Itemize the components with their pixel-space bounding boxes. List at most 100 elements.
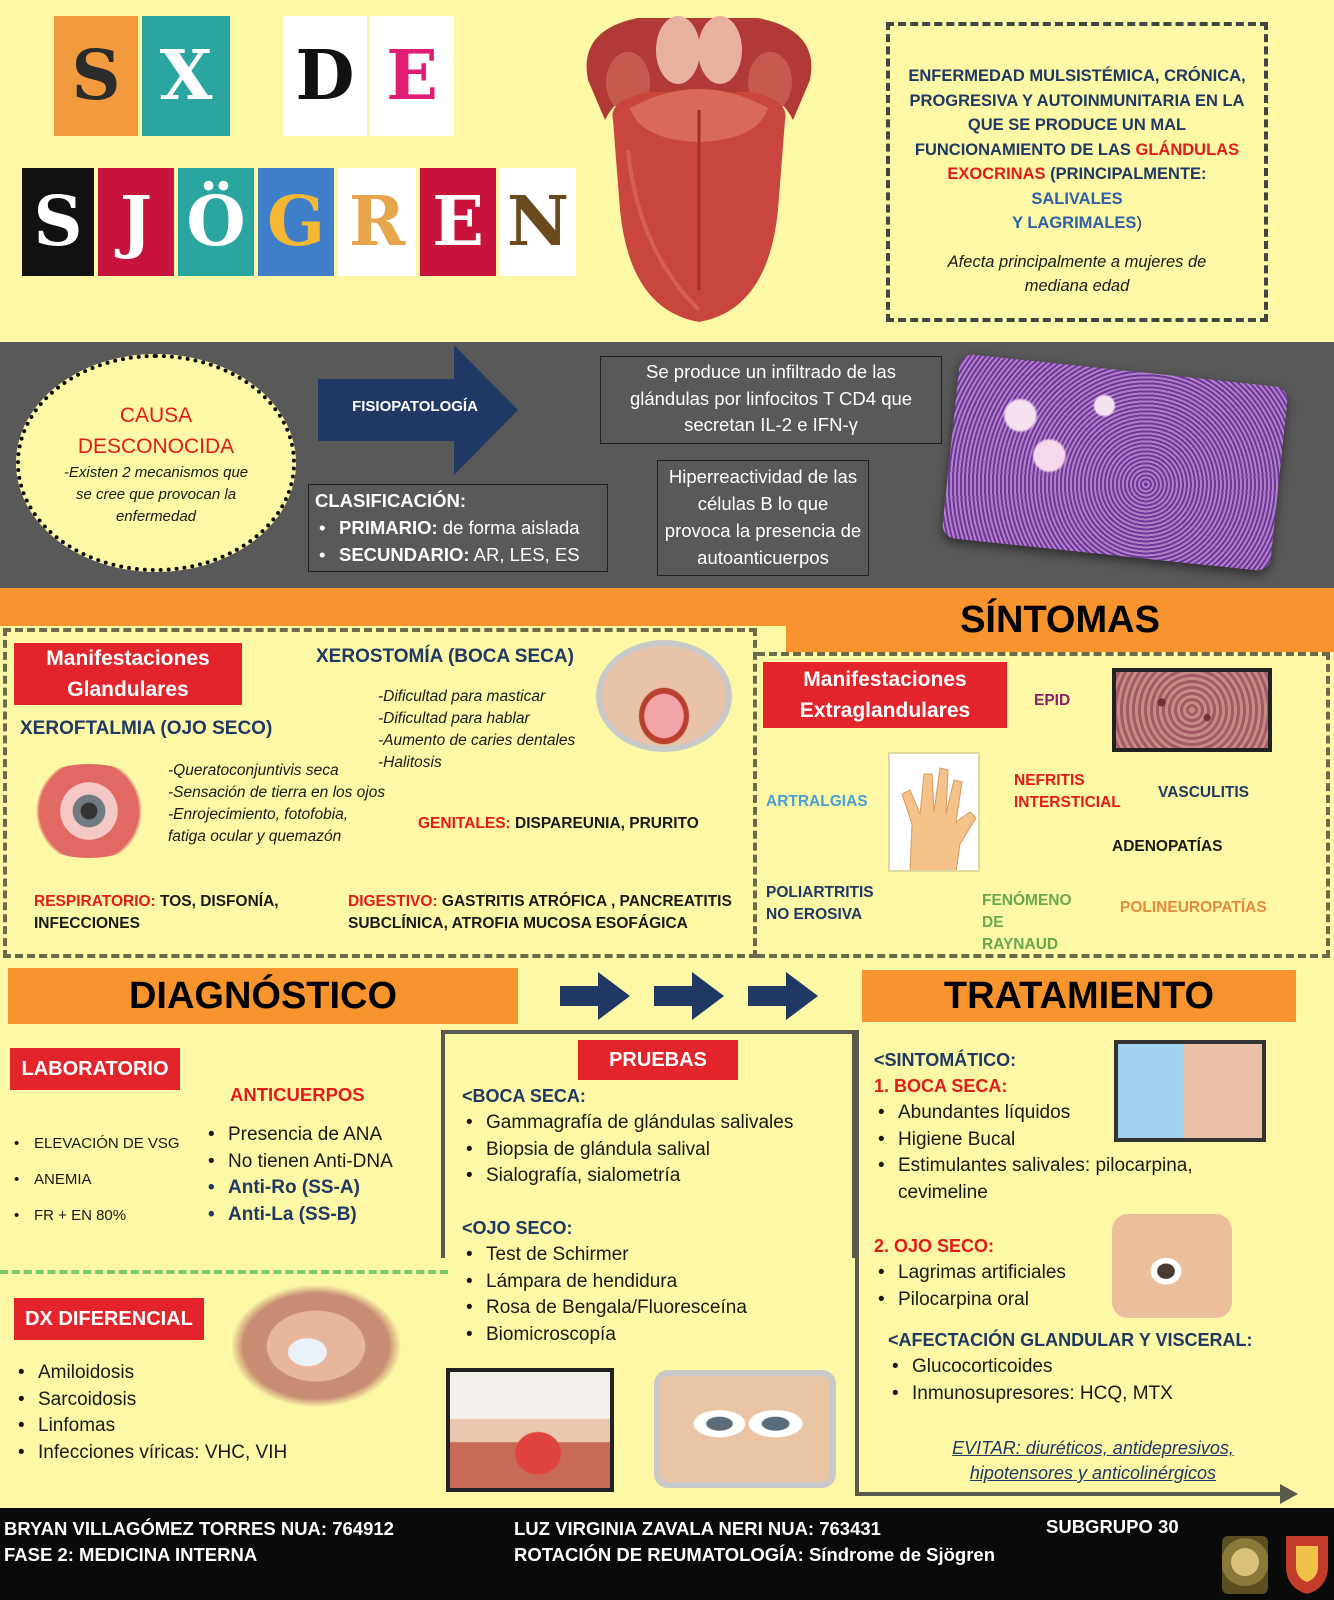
pruebas-label: PRUEBAS <box>578 1040 738 1080</box>
laboratorio-item: ANEMIA <box>10 1162 180 1198</box>
tratamiento-arrowhead <box>1280 1484 1298 1504</box>
epid-label: EPID <box>1034 692 1071 709</box>
extraglandulares-dashed-frame <box>757 652 1330 958</box>
pruebas-ojo-title: <OJO SECO: <box>462 1218 573 1238</box>
polineuropatias-label: POLINEUROPATÍAS <box>1120 899 1267 916</box>
tratamiento-ojo-title: 2. OJO SECO: <box>874 1236 995 1256</box>
tratamiento-frame-bottom <box>855 1492 1285 1496</box>
tratamiento-item: Glucocorticoides <box>888 1354 1173 1381</box>
definition-highlight: Y LAGRIMALES <box>1012 214 1137 232</box>
anticuerpos-item: Anti-Ro (SS-A) <box>204 1175 393 1202</box>
cause-title: CAUSA DESCONOCIDA <box>77 404 235 458</box>
pruebas-boca-title: <BOCA SECA: <box>462 1086 586 1106</box>
red-eye-image <box>14 764 164 858</box>
arrow-2 <box>654 972 724 1020</box>
dx-diferencial-item: Amiloidosis <box>14 1360 287 1387</box>
definition-note: Afecta principalmente a mujeres de media… <box>947 252 1207 295</box>
raynaud-label: FENÓMENO DE RAYNAUD <box>982 892 1072 953</box>
definition-highlight: GLÁNDULAS <box>1135 140 1240 159</box>
pruebas-frame <box>441 1030 856 1258</box>
xeroftalmia-title: XEROFTALMIA (OJO SECO) <box>20 718 273 739</box>
tratamiento-frame-left <box>855 1030 859 1496</box>
tongue-illustration <box>586 16 812 322</box>
xeroftalmia-list: -Queratoconjuntivis seca -Sensación de t… <box>168 760 385 848</box>
clasificacion-box: CLASIFICACIÓN: PRIMARIO: de forma aislad… <box>308 484 608 572</box>
xeroftalmia-item: -Enrojecimiento, fotofobia, <box>168 806 349 823</box>
title-tile-o: Ö <box>178 168 254 276</box>
adenopatias-label: ADENOPATÍAS <box>1112 838 1223 855</box>
definition-box: ENFERMEDAD MULSISTÉMICA, CRÓNICA, PROGRE… <box>886 22 1268 322</box>
university-seal-logo <box>1222 1536 1268 1594</box>
definition-line: (PRINCIPALMENTE: <box>1045 165 1207 183</box>
artralgias-label: ARTRALGIAS <box>766 793 868 810</box>
definition-line: ENFERMEDAD MULSISTÉMICA, CRÓNICA, <box>908 67 1246 85</box>
xeroftalmia-item: -Sensación de tierra en los ojos <box>168 784 386 801</box>
laboratorio-label: LABORATORIO <box>10 1048 180 1090</box>
glandulares-dashed-frame <box>3 628 757 958</box>
xerostomia-title: XEROSTOMÍA (BOCA SECA) <box>316 646 574 667</box>
dx-diferencial-list: Amiloidosis Sarcoidosis Linfomas Infecci… <box>14 1360 287 1466</box>
clasificacion-title: CLASIFICACIÓN: <box>315 490 467 511</box>
anticuerpos-label: ANTICUERPOS <box>230 1084 365 1105</box>
tratamiento-item: Inmunosupresores: HCQ, MTX <box>888 1381 1173 1408</box>
fisiopatologia-arrow <box>318 345 518 475</box>
histology-image <box>941 353 1289 572</box>
schirmer-test-image <box>654 1370 836 1488</box>
pruebas-item: Biopsia de glándula salival <box>462 1137 793 1164</box>
pruebas-item: Gammagrafía de glándulas salivales <box>462 1110 793 1137</box>
evitar-note: EVITAR: diuréticos, antidepresivos,hipot… <box>952 1438 1234 1483</box>
cause-ellipse: CAUSA DESCONOCIDA -Existen 2 mecanismos … <box>16 354 296 572</box>
title-tile-e2: E <box>420 168 496 276</box>
xerostomia-item: -Aumento de caries dentales <box>378 732 576 749</box>
diagnostico-title: DIAGNÓSTICO <box>8 968 518 1024</box>
cause-text: -Existen 2 mecanismos que se cree que pr… <box>63 464 249 525</box>
pruebas-item: Sialografía, sialometría <box>462 1163 793 1190</box>
tratamiento-boca-list: Abundantes líquidos Higiene Bucal Estimu… <box>874 1100 1234 1206</box>
arrow-1 <box>560 972 630 1020</box>
skin-rash-image <box>1112 668 1272 752</box>
laboratorio-item: FR + EN 80% <box>10 1198 180 1234</box>
hand-arthritis-image <box>888 752 980 872</box>
poliartritis-label: POLIARTRITIS NO EROSIVA <box>766 884 874 923</box>
green-dashed-divider <box>0 1270 448 1274</box>
pruebas-item: Test de Schirmer <box>462 1242 747 1269</box>
tratamiento-item: cevimeline <box>898 1181 988 1203</box>
xerostomia-item: -Halitosis <box>378 754 442 771</box>
eye-drops-image <box>1112 1214 1232 1318</box>
dx-diferencial-item: Sarcoidosis <box>14 1387 287 1414</box>
tratamiento-afect-title: <AFECTACIÓN GLANDULAR Y VISCERAL: <box>888 1330 1253 1350</box>
title-tile-s2: S <box>22 168 94 276</box>
title-tile-j: J <box>98 168 174 276</box>
dry-mouth-image <box>596 640 732 752</box>
pruebas-item: Biomicroscopía <box>462 1322 747 1349</box>
fisio-box-celulas-b: Hiperreactividad de las células B lo que… <box>657 460 869 576</box>
pruebas-ojo-list: Test de Schirmer Lámpara de hendidura Ro… <box>462 1242 747 1348</box>
title-tile-d: D <box>283 16 367 136</box>
glandulares-label: Manifestaciones Glandulares <box>14 643 242 705</box>
pruebas-item: Rosa de Bengala/Fluoresceína <box>462 1295 747 1322</box>
pruebas-boca-list: Gammagrafía de glándulas salivales Biops… <box>462 1110 793 1190</box>
anticuerpos-item: Anti-La (SS-B) <box>204 1202 393 1229</box>
title-tile-r: R <box>338 168 416 276</box>
definition-highlight: SALIVALES <box>1031 189 1123 208</box>
xerostomia-list: -Dificultad para masticar -Dificultad pa… <box>378 686 575 774</box>
digestivo-text: DIGESTIVO: GASTRITIS ATRÓFICA , PANCREAT… <box>348 893 732 932</box>
fisio-box-infiltrado: Se produce un infiltrado de las glándula… <box>600 356 942 444</box>
respiratorio-text: RESPIRATORIO: TOS, DISFONÍA,INFECCIONES <box>34 893 279 932</box>
arrow-3 <box>748 972 818 1020</box>
title-tile-g: G <box>258 168 334 276</box>
dx-diferencial-label: DX DIFERENCIAL <box>14 1298 204 1340</box>
tratamiento-ojo-list: Lagrimas artificiales Pilocarpina oral <box>874 1260 1066 1313</box>
dx-diferencial-item: Linfomas <box>14 1413 287 1440</box>
laboratorio-list: ELEVACIÓN DE VSG ANEMIA FR + EN 80% <box>10 1126 180 1234</box>
definition-line: PROGRESIVA Y AUTOINMUNITARIA EN LA <box>909 91 1245 110</box>
tratamiento-boca-title: 1. BOCA SECA: <box>874 1076 1008 1096</box>
tratamiento-item: Abundantes líquidos <box>874 1100 1234 1127</box>
definition-line: FUNCIONAMIENTO DE LAS <box>914 140 1136 159</box>
nefritis-label: NEFRITIS INTERSTICIAL <box>1014 772 1121 811</box>
xerostomia-item: -Dificultad para hablar <box>378 710 530 727</box>
title-tile-e: E <box>370 16 454 136</box>
vasculitis-label: VASCULITIS <box>1158 784 1249 801</box>
tratamiento-sintomatico: <SINTOMÁTICO: <box>874 1050 1017 1070</box>
